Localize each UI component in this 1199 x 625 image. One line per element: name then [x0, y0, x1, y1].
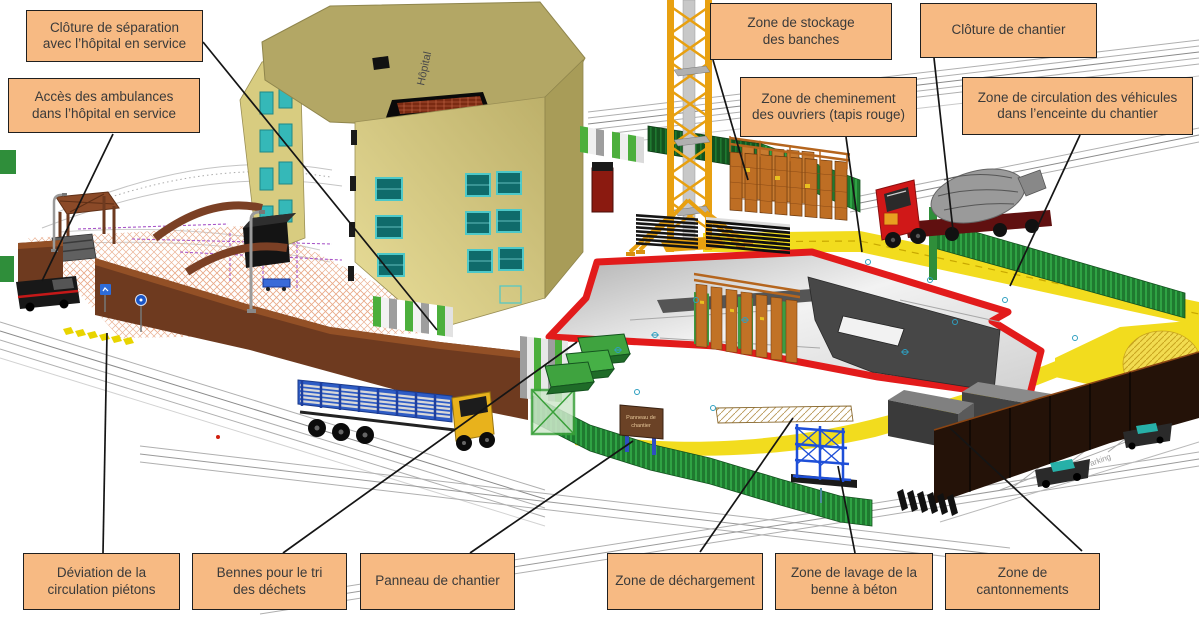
ambulance-canopy: [55, 191, 120, 252]
waste-skips-bennes: [544, 333, 632, 395]
ambulance-vehicle: [16, 276, 80, 312]
label-cloture-chantier: Clôture de chantier: [920, 3, 1097, 58]
site-sign-line2: chantier: [631, 423, 651, 429]
label-zone-lavage: Zone de lavage de la benne à béton: [775, 553, 933, 610]
electrical-cabinet: [243, 213, 296, 268]
pedestrian-crosswalk-yellow: [63, 327, 134, 345]
label-cloture-separation: Clôture de séparation avec l’hôpital en …: [26, 10, 203, 62]
red-survey-dot: [216, 435, 220, 439]
label-zone-circulation: Zone de circulation des véhicules dans l…: [962, 77, 1193, 135]
site-sign-panneau: Panneau de chantier: [619, 404, 664, 455]
site-gate: [530, 388, 576, 436]
site-fence-right: [929, 207, 1186, 319]
striped-fence-hospital-base: [373, 296, 453, 338]
survey-markers: [614, 259, 1078, 411]
separation-wall-main: [95, 258, 528, 420]
curved-planter-walls: [152, 201, 288, 276]
leader-lines: [41, 41, 1083, 554]
unloading-zone-hatch: [715, 405, 854, 424]
label-zone-dechargement: Zone de déchargement: [607, 553, 763, 610]
formwork-panels-on-slab: [693, 272, 801, 364]
street-lamp-center: [247, 210, 265, 313]
material-stacks: [636, 214, 790, 255]
label-deviation-pietons: Déviation de la circulation piétons: [23, 553, 180, 610]
label-panneau-chantier: Panneau de chantier: [360, 553, 515, 610]
mixer-truck: [875, 168, 1052, 248]
perimeter-wall-dark: [933, 351, 1199, 504]
street-lamp-left: [51, 193, 67, 252]
road-sign-square-blue: [100, 284, 111, 312]
label-bennes-tri: Bennes pour le tri des déchets: [192, 553, 347, 610]
formwork-storage-banches: [729, 135, 851, 221]
blue-pallet-cart: [262, 278, 291, 291]
parked-car-2: [1123, 423, 1172, 450]
label-zone-cantonnements: Zone de cantonnements: [945, 553, 1100, 610]
parked-car-1: [1035, 459, 1090, 488]
road-sign-round-blue: [135, 294, 147, 332]
label-acces-ambulances: Accès des ambulances dans l’hôpital en s…: [8, 78, 200, 133]
zebra-crossing: [897, 489, 958, 516]
label-zone-cheminement: Zone de cheminement des ouvriers (tapis …: [740, 77, 917, 137]
site-fence-far-left-pieces: [0, 150, 16, 282]
site-sign-line1: Panneau de: [626, 415, 656, 421]
red-site-machine: [591, 162, 614, 213]
concrete-washout-tower: [791, 424, 857, 503]
striped-fence-near-crane: [580, 126, 644, 164]
hospital-right-facade: [544, 59, 584, 300]
facade-edge-marks: [348, 130, 357, 281]
roof-hatch-small: [372, 55, 390, 71]
label-zone-stockage-banches: Zone de stockage des banches: [710, 3, 892, 60]
